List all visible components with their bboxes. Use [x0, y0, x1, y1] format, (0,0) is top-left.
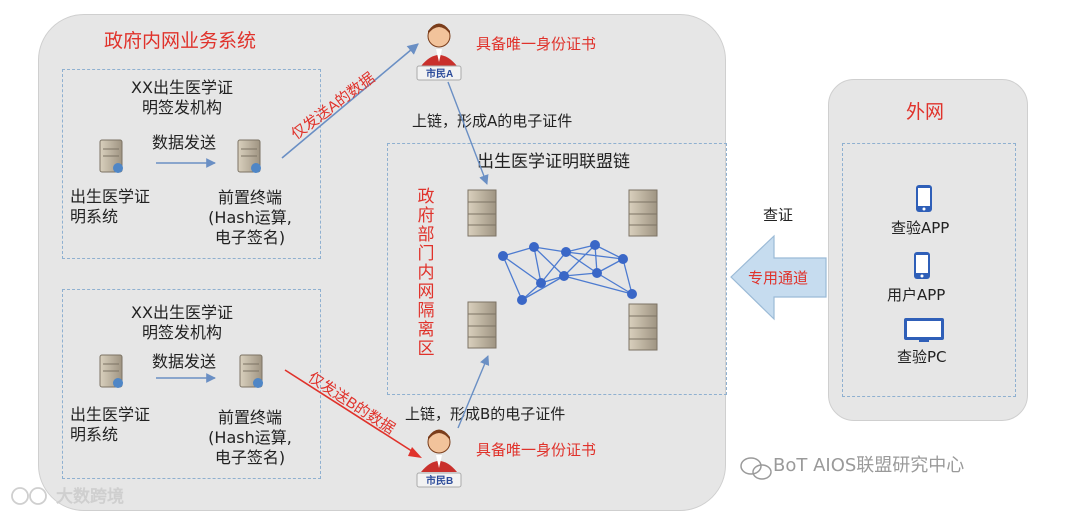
monitor-icon — [904, 318, 944, 342]
data-arrow-b — [284, 369, 422, 458]
citizen-b-name: 市民B — [426, 474, 453, 487]
data-arrow-a — [281, 43, 419, 159]
server-rack-icon — [467, 189, 497, 237]
chain-network-graph — [502, 244, 633, 301]
server-icon — [237, 139, 261, 173]
org-b-system-label: 出生医学证 明系统 — [70, 405, 151, 444]
org-a-send-label: 数据发送 — [152, 133, 217, 152]
gov-intranet-panel — [38, 14, 726, 511]
citizen-b-chain-label: 上链，形成B的电子证件 — [405, 405, 566, 423]
org-a-terminal-label: 前置终端 (Hash运算, 电子签名) — [208, 188, 292, 247]
org-b-send-label: 数据发送 — [152, 352, 217, 371]
server-rack-icon — [628, 189, 658, 237]
citizen-b-tag — [416, 472, 462, 488]
phone-icon — [916, 185, 932, 212]
channel-arrow-label: 专用通道 — [748, 270, 808, 287]
channel-arrow — [730, 234, 827, 321]
external-item-3-label: 查验PC — [897, 348, 947, 366]
gov-title: 政府内网业务系统 — [104, 30, 257, 52]
wechat-icon — [740, 457, 772, 480]
org-a-arrow-label: 仅发送A的数据 — [288, 69, 378, 143]
server-icon — [99, 354, 123, 388]
citizen-b-cert: 具备唯一身份证书 — [476, 441, 597, 459]
chain-network-nodes — [498, 240, 637, 305]
external-network-panel — [828, 79, 1028, 421]
watermark-right: BoT AIOS联盟研究中心 — [773, 455, 965, 476]
org-a-title: XX出生医学证 明签发机构 — [131, 78, 233, 117]
org-b-arrow-label: 仅发送B的数据 — [305, 369, 398, 438]
chain-title: 出生医学证明联盟链 — [477, 152, 630, 172]
citizen-a-person-icon — [421, 23, 457, 66]
external-box — [842, 143, 1016, 397]
org-a-system-label: 出生医学证 明系统 — [70, 187, 151, 226]
citizen-a-tag — [416, 65, 462, 81]
chain-arrow-b — [457, 355, 490, 429]
phone-icon — [914, 252, 930, 279]
chain-arrow-a — [447, 81, 489, 185]
citizen-a-chain-label: 上链，形成A的电子证件 — [412, 112, 573, 130]
org-b-box — [62, 289, 321, 479]
citizen-a-name: 市民A — [426, 67, 453, 80]
verify-label: 查证 — [763, 206, 794, 224]
server-icon — [99, 139, 123, 173]
citizen-a-cert: 具备唯一身份证书 — [476, 35, 597, 53]
citizen-b-person-icon — [421, 429, 457, 472]
org-a-box — [62, 69, 321, 259]
server-rack-icon — [628, 303, 658, 351]
external-item-1-label: 查验APP — [891, 219, 950, 237]
org-b-title: XX出生医学证 明签发机构 — [131, 303, 233, 342]
chain-isolation-label: 政府部门内网隔离区 — [417, 187, 435, 359]
chain-box — [387, 143, 727, 395]
watermark-left: 大数跨境 — [56, 487, 124, 507]
server-rack-icon — [467, 301, 497, 349]
org-b-terminal-label: 前置终端 (Hash运算, 电子签名) — [208, 408, 292, 467]
watermark-logo-icon — [11, 487, 47, 505]
external-title: 外网 — [906, 101, 945, 123]
server-icon — [239, 354, 263, 388]
external-item-2-label: 用户APP — [887, 286, 946, 304]
